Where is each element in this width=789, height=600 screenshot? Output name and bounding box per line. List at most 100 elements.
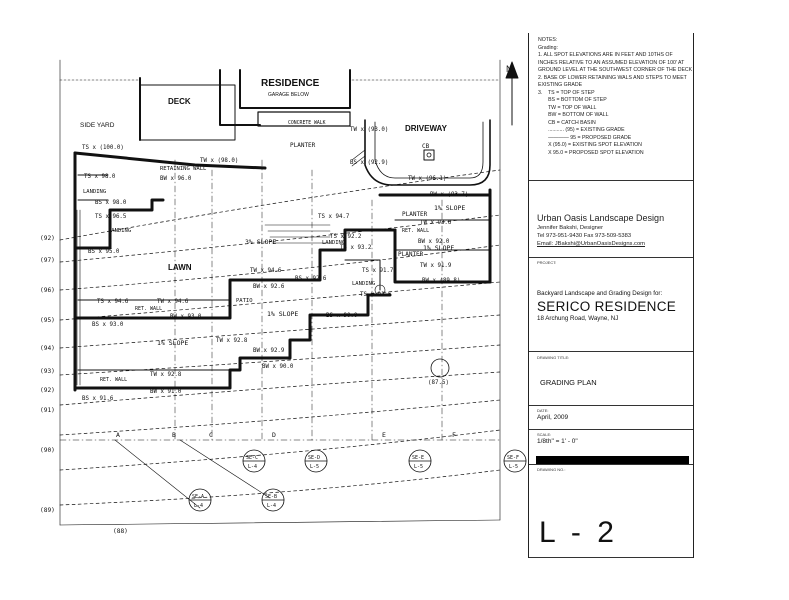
svg-text:F: F [452, 431, 456, 439]
svg-text:(94): (94) [40, 345, 55, 352]
svg-text:LANDING: LANDING [108, 228, 131, 234]
svg-text:(96): (96) [40, 287, 55, 294]
svg-text:1% SLOPE: 1% SLOPE [423, 244, 454, 252]
svg-text:PLANTER: PLANTER [398, 251, 424, 258]
svg-text:TS x 93.2: TS x 93.2 [340, 245, 371, 251]
deck-outline [139, 84, 236, 141]
svg-text:RET. WALL: RET. WALL [100, 377, 127, 383]
svg-text:BS x 91.6: BS x 91.6 [82, 396, 114, 402]
svg-text:L-4: L-4 [267, 503, 276, 509]
svg-text:1% SLOPE: 1% SLOPE [157, 339, 188, 347]
svg-text:TS x 94.6: TS x 94.6 [97, 299, 129, 305]
note-line: ———— 95 = PROPOSED GRADE [538, 134, 632, 141]
svg-text:TS x 96.5: TS x 96.5 [95, 214, 127, 220]
svg-text:BW x 93.0: BW x 93.0 [170, 314, 202, 320]
note-line: X (95.0) = EXISTING SPOT ELEVATION [538, 142, 642, 149]
svg-text:BW x 92.6: BW x 92.6 [253, 284, 285, 290]
note-line: BW = BOTTOM OF WALL [538, 112, 609, 119]
svg-text:(92): (92) [40, 387, 55, 394]
note-line: ........... (95) = EXISTING GRADE [538, 127, 625, 134]
svg-text:RET. WALL: RET. WALL [135, 306, 162, 312]
scale-value: 1/8th" = 1' - 0" [537, 438, 578, 445]
scale-bar [536, 456, 689, 464]
svg-text:3% SLOPE: 3% SLOPE [245, 238, 276, 246]
svg-text:TS x 91.6: TS x 91.6 [360, 292, 392, 298]
svg-text:LAWN: LAWN [168, 263, 192, 272]
project-title: SERICO RESIDENCE [537, 299, 677, 314]
svg-text:BS x 92.6: BS x 92.6 [295, 276, 327, 282]
drawing-title-label: DRAWING TITLE: [537, 355, 570, 360]
svg-text:GARAGE BELOW: GARAGE BELOW [268, 92, 309, 98]
svg-text:(91): (91) [40, 407, 55, 414]
svg-text:SIDE YARD: SIDE YARD [80, 122, 115, 129]
svg-text:(87.5): (87.5) [428, 380, 449, 386]
svg-text:L-5: L-5 [509, 464, 518, 470]
svg-text:TW x 94.6: TW x 94.6 [250, 268, 282, 274]
svg-text:SE-A: SE-A [192, 494, 204, 500]
note-line: 2. BASE OF LOWER RETAINING WALS AND STEP… [538, 74, 687, 81]
note-line: CB = CATCH BASIN [538, 119, 596, 126]
svg-text:LANDING: LANDING [352, 281, 375, 287]
svg-text:TS x (100.0): TS x (100.0) [82, 145, 124, 151]
svg-text:LANDING: LANDING [322, 240, 345, 246]
svg-text:(93): (93) [40, 368, 55, 375]
date-value: April, 2009 [537, 414, 569, 421]
svg-text:BS x 90.0: BS x 90.0 [326, 313, 358, 319]
grading-notes: NOTES: Grading: 1. ALL SPOT ELEVATIONS A… [538, 37, 693, 158]
designer-name: Jennifer Bakshi, Designer [537, 225, 604, 231]
note-line: GROUND LEVEL AT THE SOUTHWEST CORNER OF … [538, 67, 693, 74]
svg-text:TW x 94.6: TW x 94.6 [157, 299, 189, 305]
svg-text:L-5: L-5 [414, 464, 423, 470]
svg-text:(89): (89) [40, 507, 55, 514]
date-label: DATE: [537, 408, 549, 413]
svg-text:BS x 98.0: BS x 98.0 [95, 200, 127, 206]
svg-text:CB: CB [422, 143, 430, 150]
driveway-outline [364, 119, 491, 186]
firm-name: Urban Oasis Landscape Design [537, 213, 665, 223]
svg-text:BW x 92.0: BW x 92.0 [418, 239, 450, 245]
svg-text:C: C [209, 431, 213, 439]
svg-text:BW x (89.8): BW x (89.8) [422, 278, 460, 284]
retaining-walls [73, 151, 492, 392]
svg-text:A: A [116, 431, 120, 439]
svg-text:1% SLOPE: 1% SLOPE [434, 204, 465, 212]
svg-text:TW x 93.6: TW x 93.6 [420, 220, 452, 226]
svg-text:TS x 94.7: TS x 94.7 [318, 214, 350, 220]
svg-text:BW x 96.0: BW x 96.0 [160, 176, 192, 182]
note-line: Grading: [538, 44, 558, 51]
note-line: 3. TS = TOP OF STEP [538, 89, 595, 96]
svg-text:DECK: DECK [168, 97, 191, 106]
svg-text:BS x (92.9): BS x (92.9) [350, 160, 388, 166]
svg-text:L-5: L-5 [310, 464, 319, 470]
svg-text:D: D [272, 431, 276, 439]
svg-text:RET. WALL: RET. WALL [402, 228, 429, 234]
scale-label: SCALE: [537, 432, 552, 437]
section-markers [188, 449, 527, 512]
svg-text:1% SLOPE: 1% SLOPE [267, 310, 298, 318]
svg-text:PLANTER: PLANTER [402, 211, 428, 218]
note-line: NOTES: [538, 37, 558, 43]
svg-text:SE-B: SE-B [265, 494, 277, 500]
svg-text:SE-C: SE-C [246, 455, 258, 461]
note-line: TW = TOP OF WALL [538, 104, 597, 111]
note-line: 1. ALL SPOT ELEVATIONS ARE IN FEET AND 1… [538, 52, 673, 59]
phone-fax: Tel 973-951-9430 Fax 973-509-5383 [537, 233, 632, 239]
catch-basin [423, 149, 435, 161]
svg-text:TS x 91.7: TS x 91.7 [362, 268, 394, 274]
note-line: INCHES RELATIVE TO AN ASSUMED ELEVATION … [538, 59, 685, 66]
svg-text:TW x (96.1): TW x (96.1) [408, 176, 446, 182]
svg-text:LANDING: LANDING [83, 189, 106, 195]
svg-text:L-4: L-4 [248, 464, 257, 470]
svg-text:RETAINING WALL: RETAINING WALL [160, 166, 207, 172]
svg-text:(95): (95) [40, 317, 55, 324]
concrete-walk [257, 111, 351, 127]
email-link[interactable]: Email: JBakshi@UrbanOasisDesigns.com [537, 241, 646, 247]
svg-text:(97): (97) [40, 257, 55, 264]
svg-text:TW x (93.0): TW x (93.0) [350, 127, 388, 133]
svg-text:SE-E: SE-E [412, 455, 424, 461]
note-line: BS = BOTTOM OF STEP [538, 97, 607, 104]
note-line: X 95.0 = PROPOSED SPOT ELEVATION [538, 149, 644, 156]
project-label: PROJECT: [537, 260, 557, 265]
svg-text:BW x (93.7): BW x (93.7) [430, 192, 468, 198]
